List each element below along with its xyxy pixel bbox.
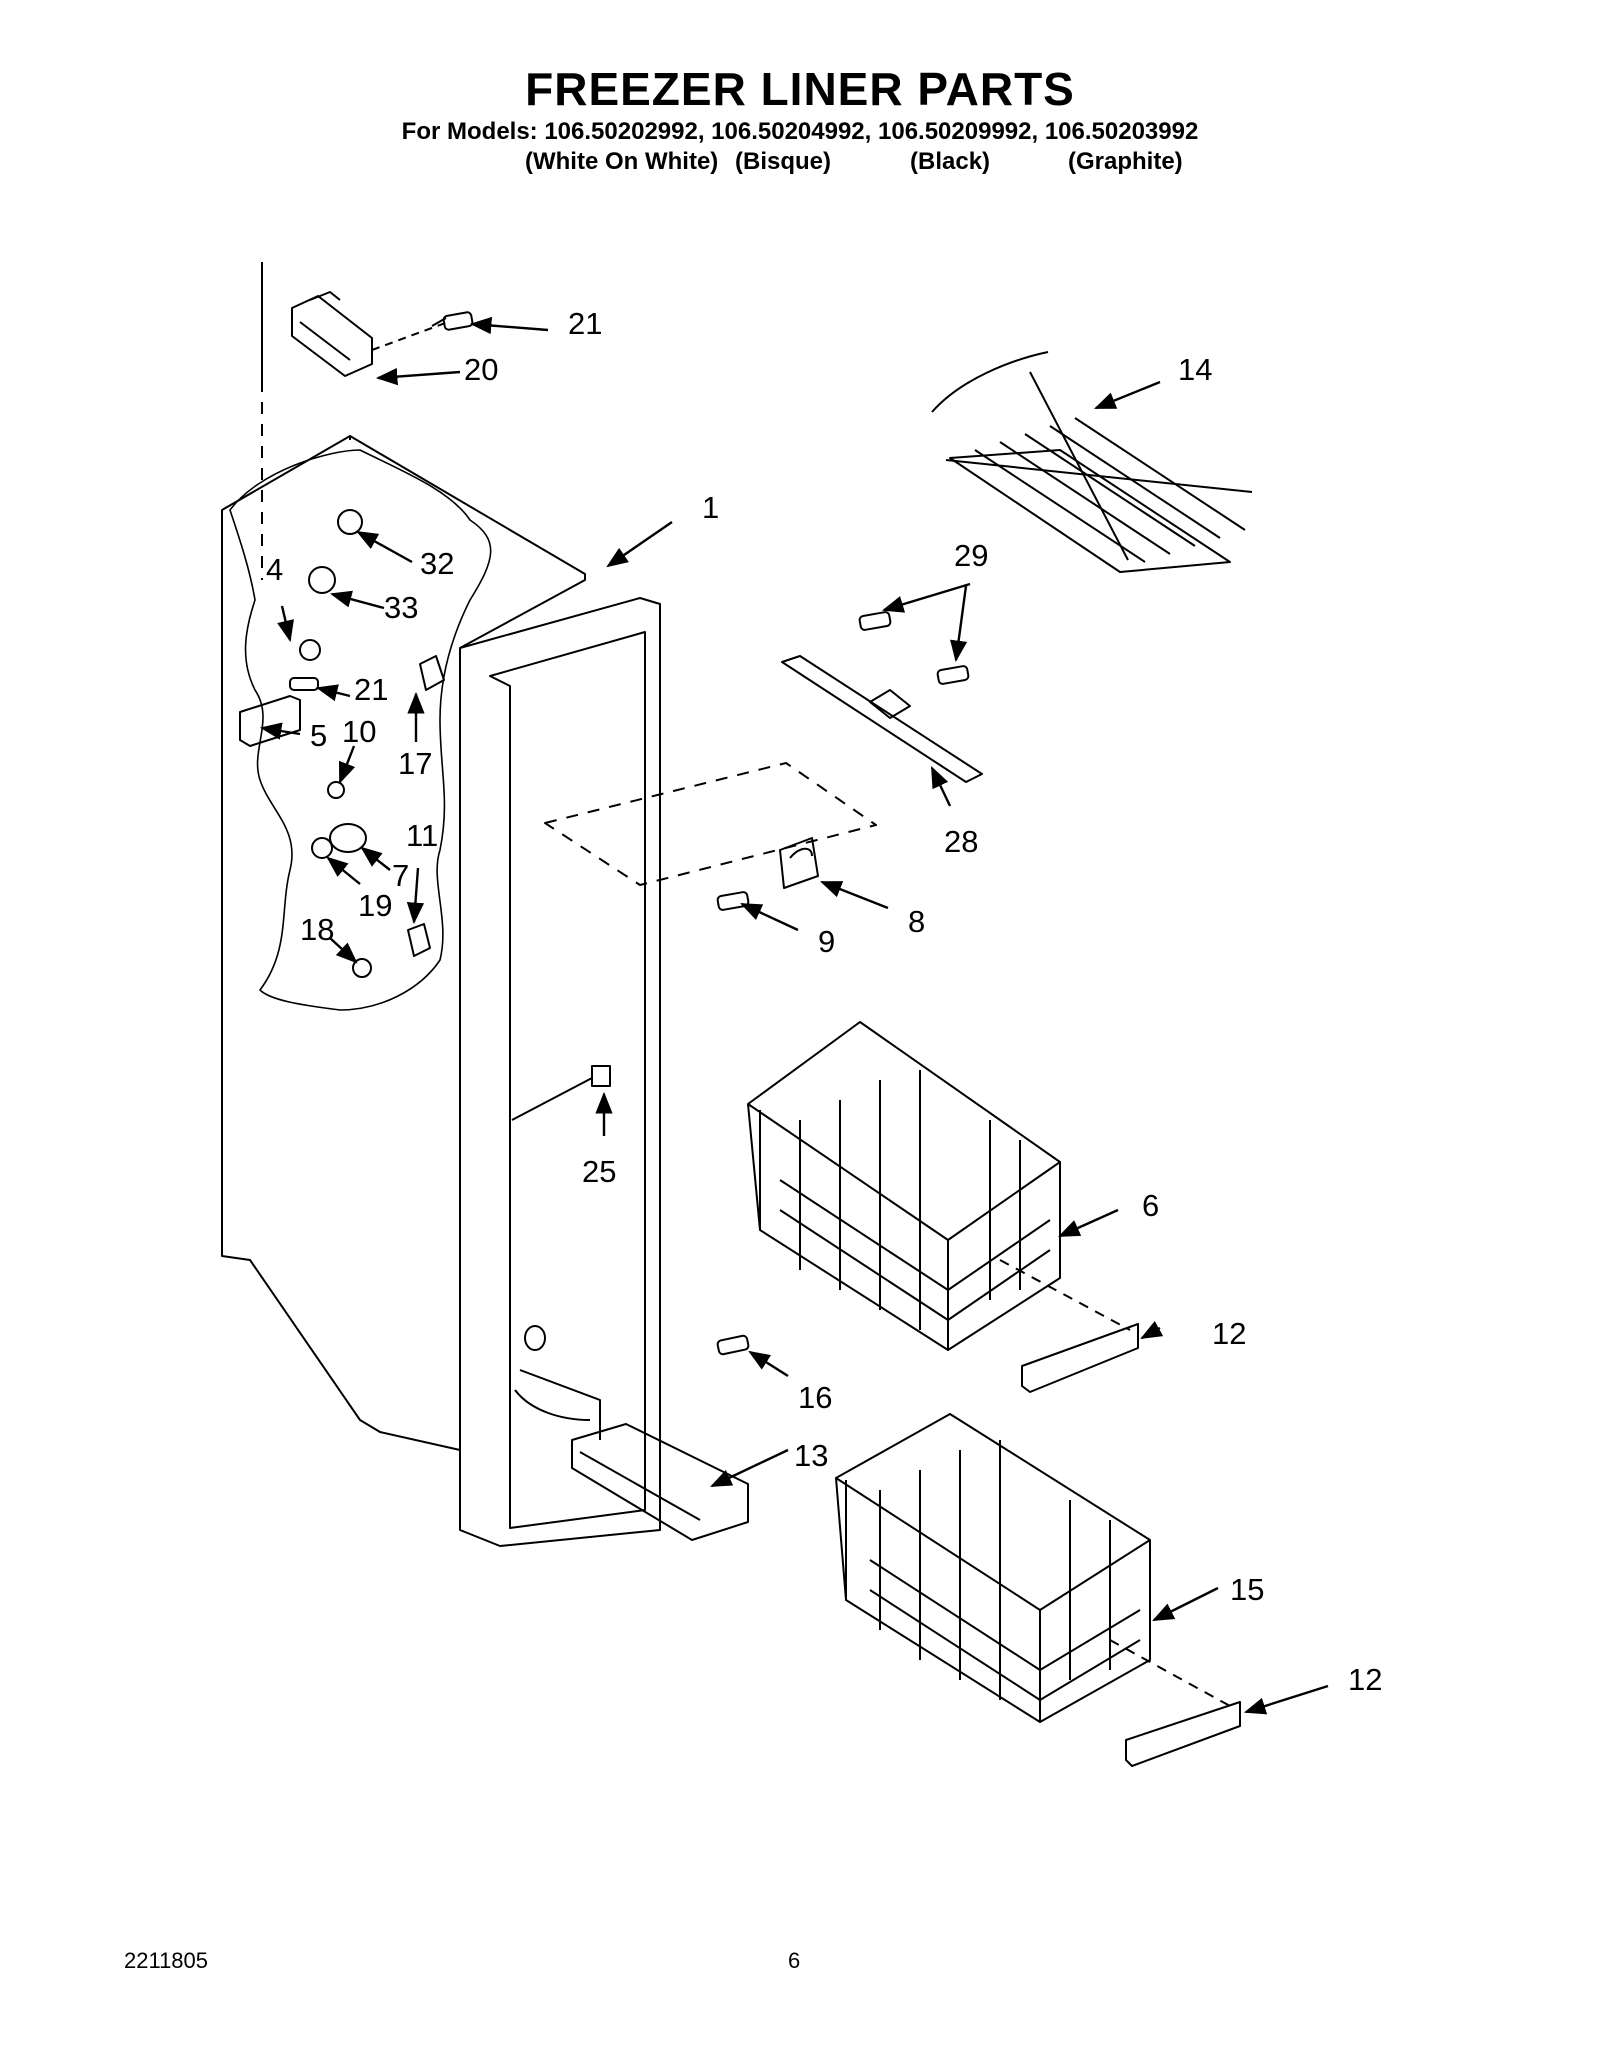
bracket-part-20: [291, 291, 373, 377]
screw-part-29-b: [936, 665, 970, 685]
variant-black: (Black): [910, 148, 991, 175]
part-7: [329, 823, 367, 853]
callout-25: 25: [582, 1154, 616, 1189]
screw-part-21-top: [431, 311, 474, 331]
callout-16: 16: [798, 1380, 832, 1415]
callout-14: 14: [1178, 352, 1212, 387]
callout-4: 4: [266, 552, 283, 587]
models-line: For Models: 106.50202992, 106.50204992, …: [401, 118, 1199, 145]
variant-bisque: (Bisque): [735, 148, 831, 175]
diagram-lines: [221, 262, 1253, 1767]
page-title: FREEZER LINER PARTS: [525, 63, 1075, 115]
callout-17: 17: [398, 746, 432, 781]
screw-part-9: [716, 891, 750, 911]
callout-1: 1: [702, 490, 719, 525]
part-18: [352, 958, 372, 978]
color-variants: (White On White) (Bisque) (Black) (Graph…: [0, 148, 1600, 178]
callout-15: 15: [1230, 1572, 1264, 1607]
callout-8: 8: [908, 904, 925, 939]
grille-part-13: [571, 1423, 749, 1541]
callout-10: 10: [342, 714, 376, 749]
screw-part-29-a: [858, 611, 892, 631]
callout-32: 32: [420, 546, 454, 581]
rail-part-28: [781, 655, 983, 783]
basket-part-6: [747, 1021, 1061, 1351]
callout-5: 5: [310, 718, 327, 753]
bracket-part-8: [779, 837, 819, 889]
document-number: 2211805: [124, 1948, 209, 1973]
clip-leader: [511, 1077, 593, 1121]
liner-frame: [459, 597, 661, 1547]
callout-21-top: 21: [568, 306, 602, 341]
strip-part-12-upper: [1021, 1323, 1139, 1393]
callout-20: 20: [464, 352, 498, 387]
part-32: [337, 509, 363, 535]
callout-28: 28: [944, 824, 978, 859]
callout-13: 13: [794, 1438, 828, 1473]
callout-9: 9: [818, 924, 835, 959]
cabinet-side-panel: [221, 435, 586, 1451]
leader-arrows: [259, 316, 1329, 1715]
callout-29: 29: [954, 538, 988, 573]
part-10: [327, 781, 345, 799]
part-19: [311, 837, 333, 859]
callout-21-left: 21: [354, 672, 388, 707]
part-33: [308, 566, 336, 594]
part-5: [239, 695, 301, 747]
shelf-part-14: [931, 351, 1253, 573]
callout-19: 19: [358, 888, 392, 923]
strip-part-12-lower: [1125, 1701, 1241, 1767]
callout-12-lower: 12: [1348, 1662, 1382, 1697]
callout-12-upper: 12: [1212, 1316, 1246, 1351]
callout-7: 7: [392, 858, 409, 893]
small-parts-cutaway: [239, 509, 445, 978]
part-4: [299, 639, 321, 661]
page-number: 6: [788, 1948, 801, 1973]
variant-graphite: (Graphite): [1068, 148, 1183, 175]
callout-18: 18: [300, 912, 334, 947]
callout-11: 11: [406, 818, 438, 853]
callout-33: 33: [384, 590, 418, 625]
basket-part-15: [835, 1413, 1151, 1723]
variant-white-on-white: (White On White): [525, 148, 719, 175]
clip-part-25: [591, 1065, 611, 1087]
part-11: [407, 923, 431, 957]
callout-labels: 1 4 5 6 7 8 9 10 11 12 12 13 14 15 16 17…: [266, 306, 1382, 1697]
part-21-left: [289, 677, 319, 691]
mount-plane: [544, 762, 877, 886]
part-17: [419, 655, 445, 691]
callout-6: 6: [1142, 1188, 1159, 1223]
screw-part-16: [716, 1334, 750, 1356]
